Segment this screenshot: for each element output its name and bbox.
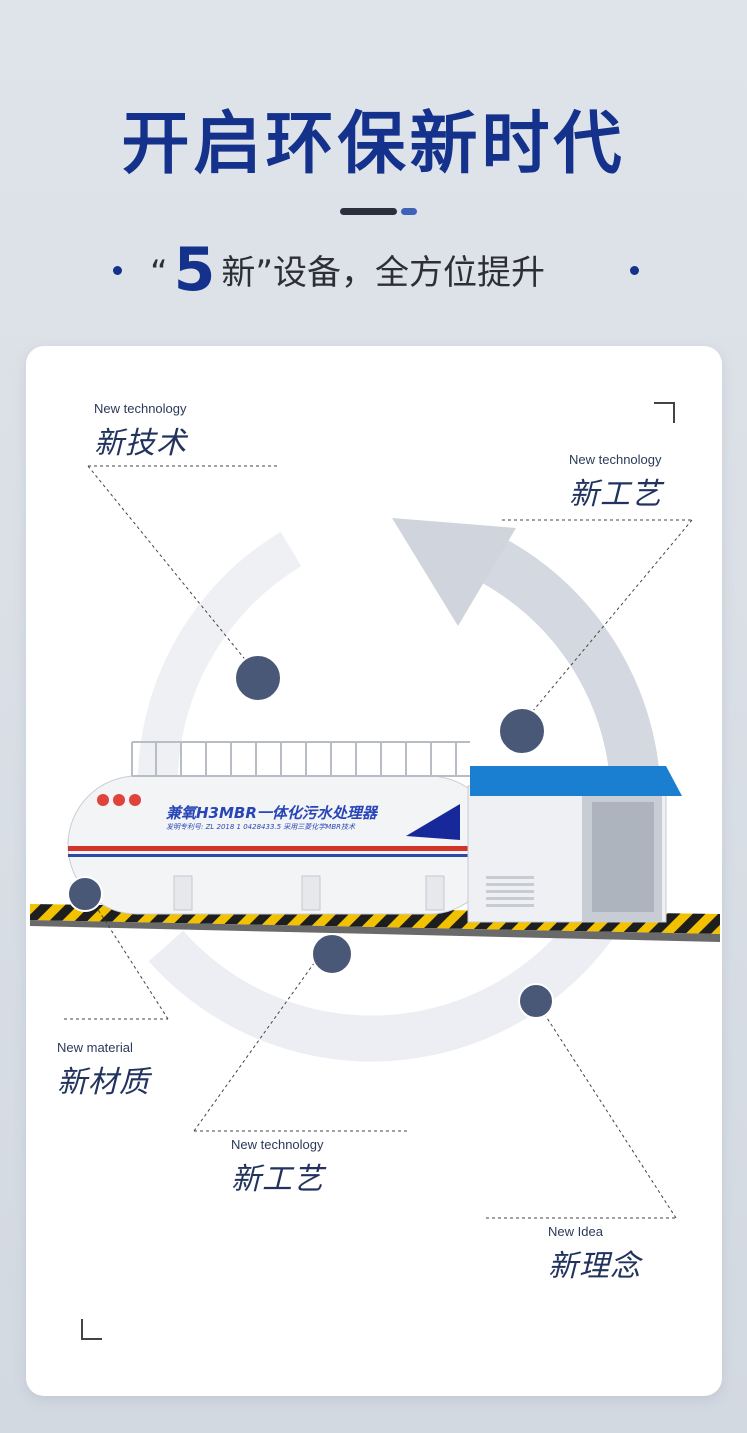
feature-en: New material <box>57 1040 133 1055</box>
equipment-illustration: 兼氧H3MBR一体化污水处理器 发明专利号: ZL 2018 1 0428433… <box>30 402 720 1340</box>
feature-zh: 新材质 <box>57 1065 150 1100</box>
sewage-tank: 兼氧H3MBR一体化污水处理器 发明专利号: ZL 2018 1 0428433… <box>67 741 499 915</box>
feature-zh: 新工艺 <box>569 477 662 512</box>
tank-patent: 发明专利号: ZL 2018 1 0428433.5 采用三菱化学MBR技术 <box>166 823 356 831</box>
corner-bracket-top-right <box>654 402 675 423</box>
control-cabinet <box>467 766 682 923</box>
subtitle-open-quote: “ <box>150 253 168 293</box>
feature-new-idea: New Idea 新理念 <box>548 1224 641 1285</box>
feature-new-process-top: New technology 新工艺 <box>569 452 662 513</box>
subtitle-bullet-left <box>113 266 122 275</box>
divider-long-bar <box>340 208 397 215</box>
feature-en: New technology <box>231 1137 324 1152</box>
tank-title: 兼氧H3MBR一体化污水处理器 <box>166 804 379 822</box>
subtitle-text: 新”设备，全方位提升 <box>221 253 545 293</box>
feature-new-process-bottom: New technology 新工艺 <box>231 1137 324 1198</box>
feature-card: 兼氧H3MBR一体化污水处理器 发明专利号: ZL 2018 1 0428433… <box>26 346 722 1396</box>
node-dot-tech <box>234 654 282 702</box>
feature-zh: 新技术 <box>94 426 187 461</box>
node-dot-process-bottom <box>311 933 353 975</box>
page-title: 开启环保新时代 <box>121 105 626 184</box>
corner-bracket-bottom-left <box>81 1319 102 1340</box>
subtitle-number: 5 <box>173 235 216 305</box>
feature-zh: 新工艺 <box>231 1162 324 1197</box>
feature-en: New technology <box>569 452 662 467</box>
divider-short-bar <box>401 208 417 215</box>
feature-en: New Idea <box>548 1224 603 1239</box>
feature-new-technology: New technology 新技术 <box>94 401 187 462</box>
node-dot-idea <box>518 983 554 1019</box>
feature-en: New technology <box>94 401 187 416</box>
node-dot-process-top <box>498 707 546 755</box>
feature-new-material: New material 新材质 <box>57 1040 150 1101</box>
node-dot-material <box>67 876 103 912</box>
subtitle-bullet-right <box>630 266 639 275</box>
feature-zh: 新理念 <box>548 1249 641 1284</box>
leader-lines <box>64 465 693 1219</box>
